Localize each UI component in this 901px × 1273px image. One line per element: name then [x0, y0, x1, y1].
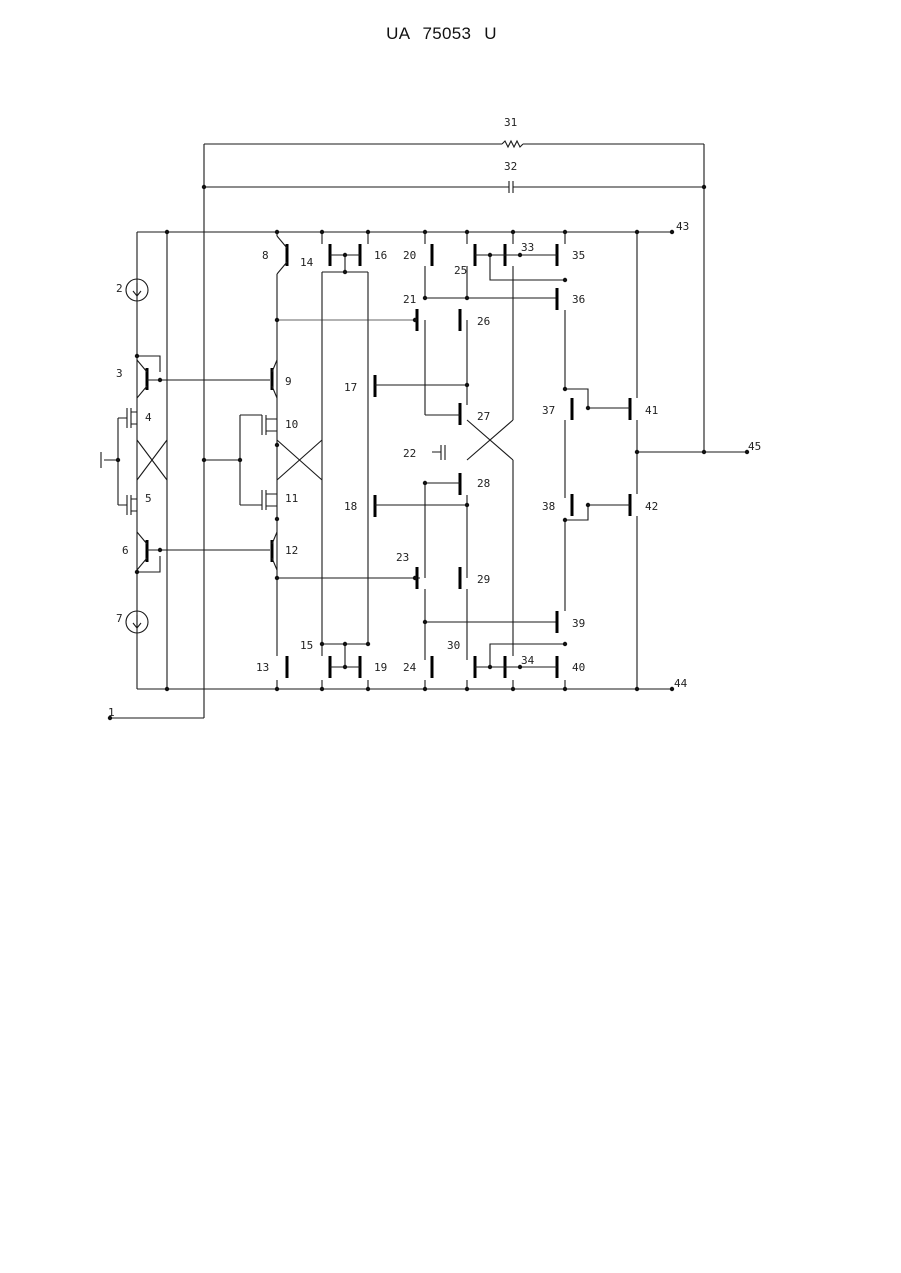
label-23: 23 [396, 551, 409, 564]
label-41: 41 [645, 404, 658, 417]
label-27: 27 [477, 410, 490, 423]
label-21: 21 [403, 293, 416, 306]
label-15: 15 [300, 639, 313, 652]
label-44: 44 [674, 677, 688, 690]
label-34: 34 [521, 654, 535, 667]
label-13: 13 [256, 661, 269, 674]
input-stage [101, 279, 270, 633]
node-labels: 1 2 3 4 5 6 7 8 9 10 11 12 13 14 15 16 1… [108, 116, 761, 719]
label-31: 31 [504, 116, 517, 129]
label-25: 25 [454, 264, 467, 277]
label-8: 8 [262, 249, 269, 262]
label-10: 10 [285, 418, 298, 431]
label-35: 35 [572, 249, 585, 262]
label-42: 42 [645, 500, 658, 513]
label-22: 22 [403, 447, 416, 460]
label-14: 14 [300, 256, 314, 269]
label-18: 18 [344, 500, 357, 513]
label-16: 16 [374, 249, 387, 262]
label-1: 1 [108, 706, 115, 719]
center-stage [417, 232, 565, 689]
label-36: 36 [572, 293, 585, 306]
label-4: 4 [145, 411, 152, 424]
resistor-31-symbol [502, 141, 523, 147]
output-stage [565, 232, 747, 689]
label-2: 2 [116, 282, 123, 295]
label-39: 39 [572, 617, 585, 630]
label-24: 24 [403, 661, 417, 674]
label-5: 5 [145, 492, 152, 505]
label-29: 29 [477, 573, 490, 586]
label-38: 38 [542, 500, 555, 513]
label-6: 6 [122, 544, 129, 557]
label-26: 26 [477, 315, 490, 328]
label-11: 11 [285, 492, 298, 505]
label-7: 7 [116, 612, 123, 625]
label-45: 45 [748, 440, 761, 453]
label-33: 33 [521, 241, 534, 254]
label-3: 3 [116, 367, 123, 380]
label-19: 19 [374, 661, 387, 674]
label-43: 43 [676, 220, 689, 233]
label-20: 20 [403, 249, 416, 262]
label-28: 28 [477, 477, 490, 490]
label-17: 17 [344, 381, 357, 394]
label-40: 40 [572, 661, 585, 674]
mirror-stage-left [240, 232, 467, 689]
label-9: 9 [285, 375, 292, 388]
label-30: 30 [447, 639, 460, 652]
label-12: 12 [285, 544, 298, 557]
feedback-network [110, 141, 704, 718]
label-37: 37 [542, 404, 555, 417]
label-32: 32 [504, 160, 517, 173]
